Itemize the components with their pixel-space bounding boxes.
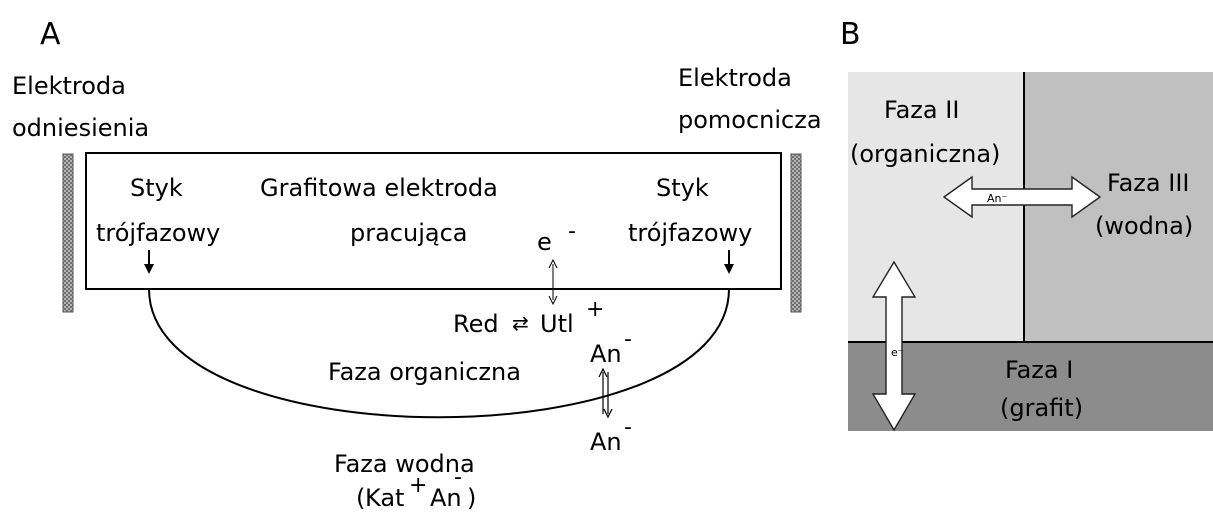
phase-two-label-line1: Faza II (884, 96, 959, 124)
aqueous-cation-sign: + (409, 473, 427, 498)
aqueous-anion-symbol: An (590, 428, 622, 456)
reference-electrode-label-line2: odniesienia (12, 114, 149, 142)
panel-a-letter: A (40, 17, 61, 52)
aqueous-close-paren: ) (467, 484, 476, 512)
organic-droplet (148, 288, 730, 419)
electron-sign: - (568, 219, 576, 244)
left-junction-label-line1: Styk (130, 174, 183, 202)
auxiliary-electrode-label-line2: pomocnicza (678, 106, 822, 134)
organic-anion-sign: - (624, 327, 632, 352)
auxiliary-electrode-label-line1: Elektroda (678, 64, 792, 92)
phase-one-region (848, 342, 1213, 431)
phase-three-label-line1: Faza III (1107, 169, 1189, 197)
electron-transfer-double-arrow (871, 260, 917, 432)
anion-transfer-label: An⁻ (987, 192, 1007, 205)
electron-symbol: e (537, 228, 552, 256)
oxidized-form-label: Utl (540, 310, 574, 338)
panel-a: A Elektroda odniesienia Elektroda pomocn… (12, 17, 822, 512)
panel-b: B Faza II (organiczna) Faza III (wodna) … (840, 17, 1213, 432)
phase-three-label-line2: (wodna) (1095, 212, 1193, 240)
organic-phase-label: Faza organiczna (328, 358, 521, 386)
right-junction-label-line1: Styk (656, 174, 709, 202)
right-junction-arrow (724, 250, 734, 274)
aqueous-anion-sign: - (624, 415, 632, 440)
panel-b-letter: B (840, 17, 861, 52)
anion-transfer-arrows (598, 367, 613, 419)
reference-electrode (62, 153, 74, 313)
phase-one-label-line2: (grafit) (1000, 394, 1083, 422)
left-junction-arrow (144, 250, 154, 274)
working-electrode-box (85, 152, 782, 290)
electron-transfer-arrow (548, 258, 558, 306)
oxidized-form-sign: + (586, 297, 604, 322)
working-electrode-label-line1: Grafitowa elektroda (260, 174, 498, 202)
phase-one-label-line1: Faza I (1005, 356, 1073, 384)
phase-two-label-line2: (organiczna) (850, 140, 1000, 168)
aqueous-phase-label: Faza wodna (334, 450, 475, 478)
aqueous-open-paren: ( (356, 484, 365, 512)
organic-anion-symbol: An (590, 340, 622, 368)
working-electrode-label-line2: pracująca (350, 219, 468, 247)
reduced-form-label: Red (453, 310, 499, 338)
electron-transfer-label: e⁻ (891, 346, 904, 359)
reference-electrode-label-line1: Elektroda (12, 72, 126, 100)
auxiliary-electrode (790, 153, 802, 313)
aqueous-salt-anion-sign: - (454, 465, 462, 490)
right-junction-label-line2: trójfazowy (628, 219, 752, 247)
redox-equilibrium-icon: ⇄ (512, 311, 529, 335)
aqueous-salt-anion-symbol: An (430, 484, 462, 512)
left-junction-label-line2: trójfazowy (96, 219, 220, 247)
anion-transfer-double-arrow (942, 175, 1102, 219)
phase-three-region (1024, 72, 1213, 342)
aqueous-cation-symbol: Kat (365, 484, 404, 512)
